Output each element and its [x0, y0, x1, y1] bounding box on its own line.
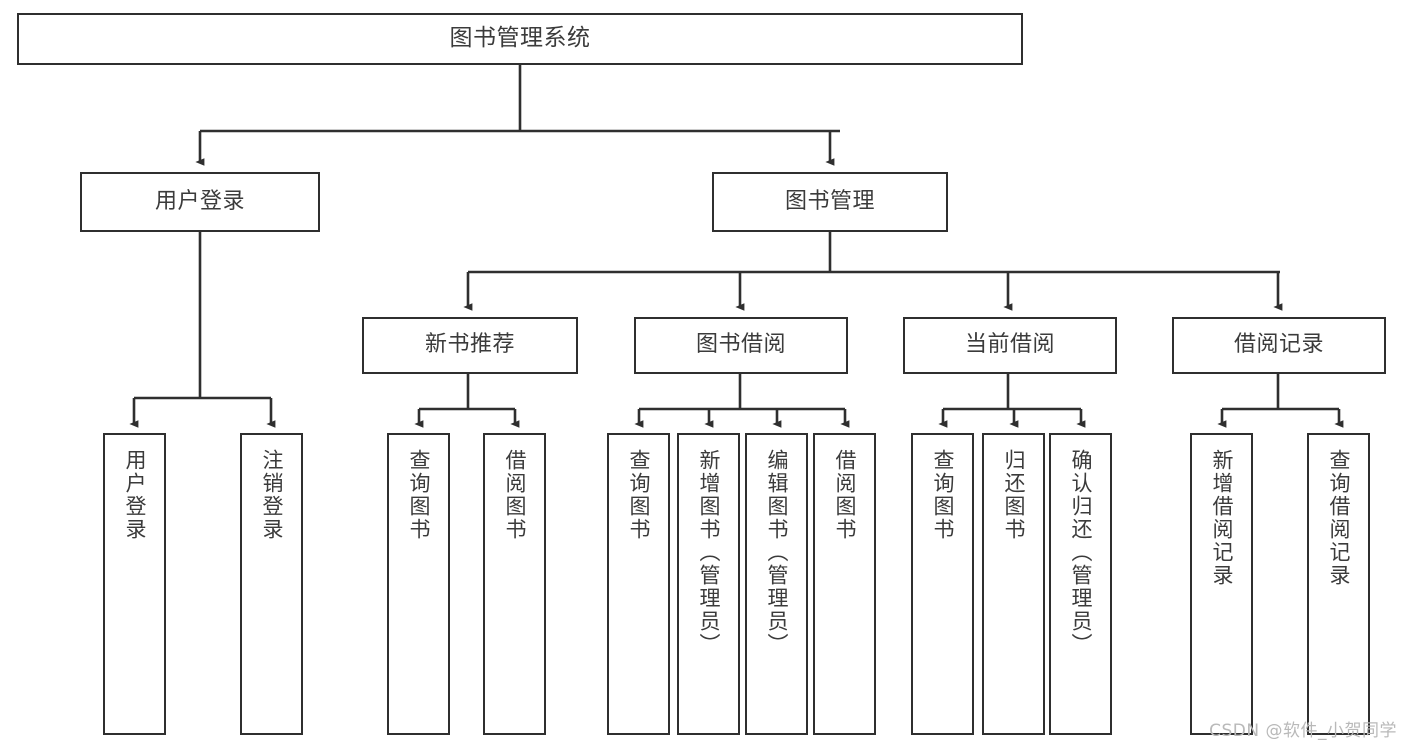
node-book-borrow-label: 图书借阅 [695, 332, 786, 358]
node-book-borrow[interactable]: 图书借阅 [634, 317, 848, 374]
node-leaf-user-login-label: 用户登录 [123, 449, 148, 541]
node-leaf-query-book-current-label: 查询图书 [931, 449, 956, 541]
node-leaf-add-book-label: 新增图书（管理员） [697, 449, 722, 656]
node-leaf-return-book[interactable]: 归还图书 [982, 433, 1045, 735]
node-leaf-query-borrow-record-label: 查询借阅记录 [1327, 449, 1352, 587]
node-book-manage[interactable]: 图书管理 [712, 172, 948, 232]
watermark: CSDN @软件_小贺同学 [1209, 721, 1397, 741]
node-leaf-user-logout-label: 注销登录 [260, 449, 285, 541]
node-leaf-query-book-borrow-label: 查询图书 [627, 449, 652, 541]
node-leaf-return-book-label: 归还图书 [1002, 449, 1027, 541]
node-new-book-recommend-label: 新书推荐 [424, 332, 515, 358]
node-leaf-query-borrow-record[interactable]: 查询借阅记录 [1307, 433, 1370, 735]
node-leaf-borrow-book-label: 借阅图书 [833, 449, 858, 541]
node-leaf-query-book-borrow[interactable]: 查询图书 [607, 433, 670, 735]
node-leaf-edit-book-label: 编辑图书（管理员） [765, 449, 790, 656]
node-current-borrow-label: 当前借阅 [964, 332, 1055, 358]
node-borrow-record-label: 借阅记录 [1233, 332, 1324, 358]
node-new-book-recommend[interactable]: 新书推荐 [362, 317, 578, 374]
node-leaf-borrow-book-rec[interactable]: 借阅图书 [483, 433, 546, 735]
node-leaf-query-book-current[interactable]: 查询图书 [911, 433, 974, 735]
node-borrow-record[interactable]: 借阅记录 [1172, 317, 1386, 374]
node-leaf-confirm-return-label: 确认归还（管理员） [1069, 449, 1094, 656]
node-leaf-add-book[interactable]: 新增图书（管理员） [677, 433, 740, 735]
node-leaf-user-logout[interactable]: 注销登录 [240, 433, 303, 735]
node-leaf-confirm-return[interactable]: 确认归还（管理员） [1049, 433, 1112, 735]
node-leaf-edit-book[interactable]: 编辑图书（管理员） [745, 433, 808, 735]
node-leaf-add-borrow-record-label: 新增借阅记录 [1210, 449, 1235, 587]
node-leaf-borrow-book[interactable]: 借阅图书 [813, 433, 876, 735]
node-leaf-user-login[interactable]: 用户登录 [103, 433, 166, 735]
node-leaf-query-book-rec[interactable]: 查询图书 [387, 433, 450, 735]
node-leaf-query-book-rec-label: 查询图书 [407, 449, 432, 541]
node-current-borrow[interactable]: 当前借阅 [903, 317, 1117, 374]
node-leaf-borrow-book-rec-label: 借阅图书 [503, 449, 528, 541]
node-user-login[interactable]: 用户登录 [80, 172, 320, 232]
node-user-login-label: 用户登录 [154, 188, 245, 214]
node-book-manage-label: 图书管理 [784, 188, 875, 214]
node-leaf-add-borrow-record[interactable]: 新增借阅记录 [1190, 433, 1253, 735]
node-root-label: 图书管理系统 [449, 25, 591, 52]
node-root[interactable]: 图书管理系统 [17, 13, 1023, 65]
